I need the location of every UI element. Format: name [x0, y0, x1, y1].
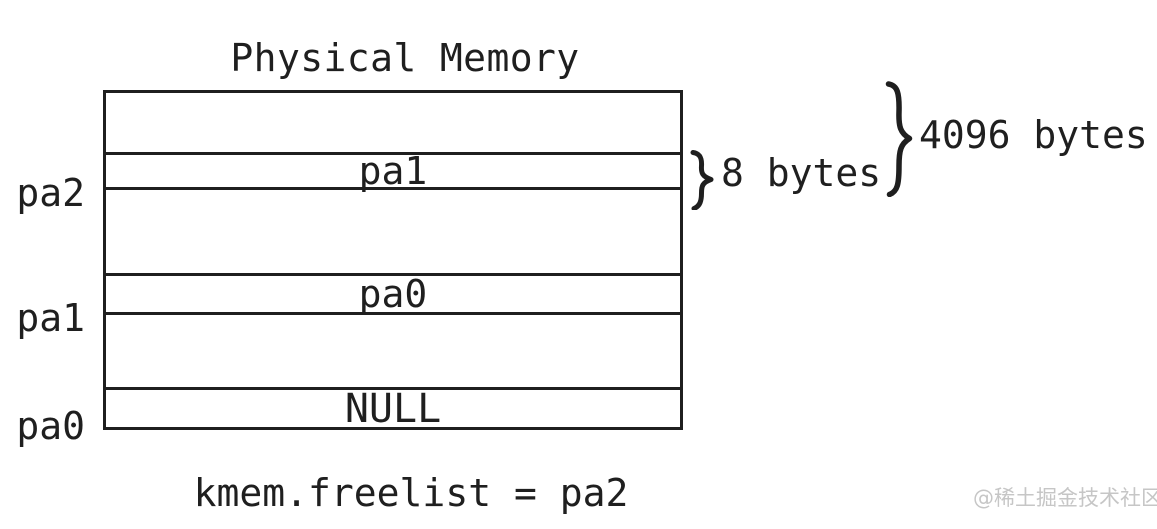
memory-cell-value: NULL — [344, 385, 442, 432]
memory-cell-pointer-pa1: pa1 — [106, 152, 680, 190]
freelist-caption: kmem.freelist = pa2 — [193, 471, 629, 515]
memory-cell-pointer-pa0: pa0 — [106, 273, 680, 315]
memory-box: pa1 pa0 NULL — [103, 90, 683, 430]
memory-cell-pointer-null: NULL — [106, 385, 680, 432]
address-label-pa0: pa0 — [16, 404, 85, 448]
watermark: @稀土掘金技术社区 — [973, 486, 1157, 510]
memory-cell-value: pa0 — [358, 272, 428, 316]
address-label-pa1: pa1 — [16, 296, 85, 340]
large-brace-icon — [884, 81, 913, 197]
page-size-label: 4096 bytes — [919, 113, 1148, 157]
address-label-pa2: pa2 — [16, 171, 85, 215]
memory-cell-value: pa1 — [358, 149, 428, 193]
slot-size-label: 8 bytes — [721, 151, 882, 195]
diagram-title: Physical Memory — [230, 36, 580, 80]
small-brace-icon — [689, 150, 716, 210]
